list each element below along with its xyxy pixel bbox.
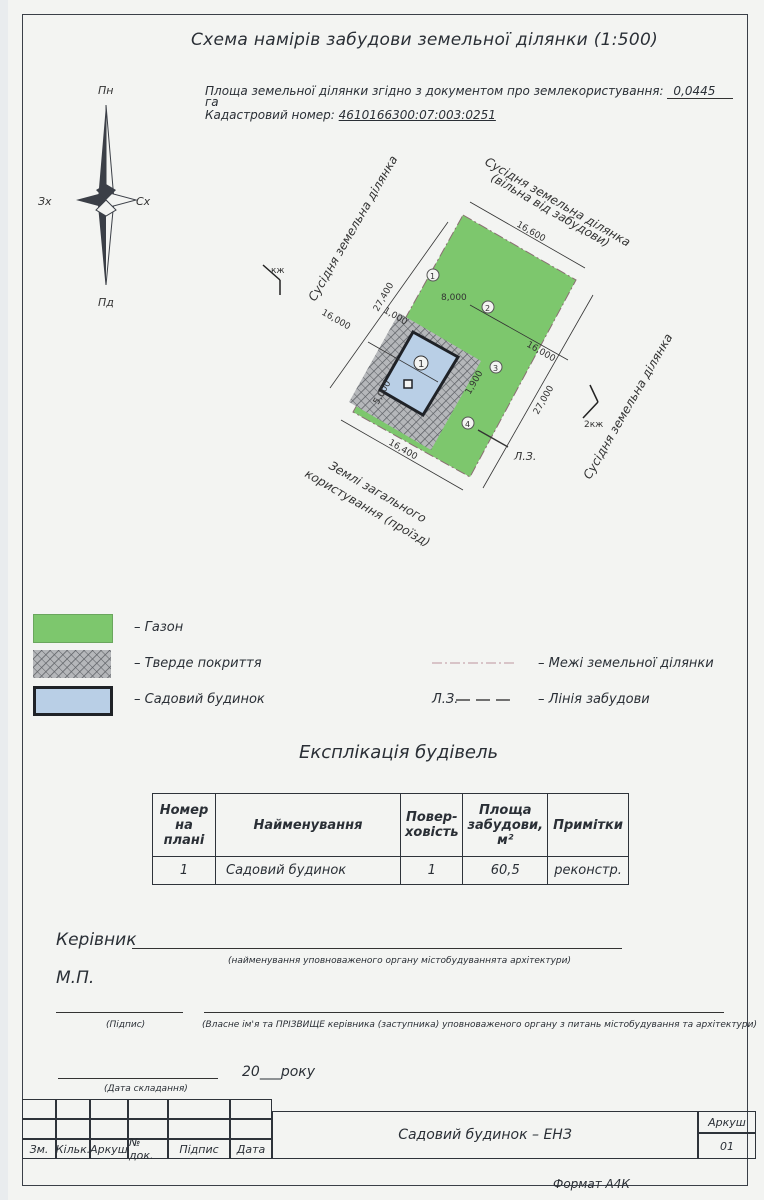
compass-west: Зх (38, 195, 52, 208)
stamp-col-doc: № док. (128, 1136, 168, 1162)
stamp-col-date: Дата (230, 1139, 272, 1159)
sign-caption: (Підпис) (106, 1020, 146, 1030)
cadastral-line: Кадастровий номер: 4610166300:07:003:025… (205, 108, 496, 122)
legend-lawn-swatch (33, 614, 113, 643)
legend-hard-swatch (33, 650, 111, 678)
head-label: Керівник (56, 930, 137, 950)
date-line (58, 1078, 218, 1079)
cadastral-label: Кадастровий номер: (205, 108, 335, 122)
stamp-col-change: Зм. (22, 1139, 56, 1159)
legend-lawn: – Газон (134, 620, 184, 635)
head-caption: (найменування уповноваженого органу міст… (228, 956, 572, 966)
kzh-left: кж (271, 266, 285, 276)
dim-16-left: 16,000 (320, 308, 353, 333)
legend-build-line-label: – Лінія забудови (538, 692, 650, 707)
compass-north: Пн (98, 84, 113, 97)
legend-house-swatch (33, 686, 113, 716)
stamp-col-qty: Кільк. (56, 1139, 90, 1159)
table-row: 1 Садовий будинок 1 60,5 реконстр. (152, 856, 630, 885)
document-sheet: Схема намірів забудови земельної ділянки… (8, 0, 764, 1200)
name-line (204, 1012, 724, 1013)
dim-top: 16,600 (515, 220, 548, 245)
cell-number: 1 (152, 856, 216, 885)
point-2: 2 (485, 304, 490, 313)
col-area: Площа забудови, м² (462, 793, 549, 857)
col-name: Найменування (215, 793, 401, 857)
year-text: 20___року (242, 1064, 316, 1080)
legend-border: – Межі земельної ділянки (538, 656, 714, 671)
cell-area: 60,5 (462, 856, 549, 885)
explication-title: Експлікація будівель (299, 742, 499, 763)
stamp-sheet-label: Аркуш (698, 1111, 756, 1133)
compass-south: Пд (98, 296, 114, 309)
date-caption: (Дата складання) (104, 1084, 188, 1094)
point-1: 1 (430, 272, 435, 281)
neighbor-left-label: Сусідня земельна ділянка (305, 153, 400, 303)
dim-8: 8,000 (441, 293, 467, 303)
col-notes: Примітки (547, 793, 630, 857)
stamp-col-sheet: Аркуш (90, 1139, 128, 1159)
legend-hard: – Тверде покриття (134, 656, 262, 671)
dim-right: 27,000 (532, 384, 557, 417)
name-caption: (Власне ім'я та ПРІЗВИЩЕ керівника (заст… (202, 1020, 757, 1030)
area-line: Площа земельної ділянки згідно з докумен… (205, 84, 734, 99)
compass-rose: Пн Зх Сх Пд (38, 84, 151, 309)
area-unit: га (205, 95, 219, 109)
cell-floors: 1 (399, 856, 464, 885)
neighbor-top-label: Сусідня земельна ділянка (483, 154, 633, 249)
cell-notes: реконстр. (547, 856, 630, 885)
neighbor-top-note: (вільна від забудови) (489, 170, 613, 250)
legend-build-line (456, 699, 514, 701)
format-label: Формат А4К (553, 1177, 630, 1191)
table-header-row: Номер на плані Найменування Повер-ховіст… (152, 793, 630, 857)
compass-east: Сх (136, 195, 151, 208)
seal-label: М.П. (56, 968, 95, 988)
site-plan: 1 1 2 3 4 Сусідня земельна ділянка (віль… (262, 153, 675, 550)
stamp-col-sign: Підпис (168, 1139, 230, 1159)
explication-table: Номер на плані Найменування Повер-ховіст… (152, 793, 630, 885)
title-block: Зм. Кільк. Аркуш № док. Підпис Дата Садо… (22, 1099, 756, 1177)
area-text: Площа земельної ділянки згідно з докумен… (205, 84, 664, 98)
garden-house (377, 329, 461, 418)
sign-line (56, 1012, 183, 1013)
kzh-right: 2кж (584, 420, 603, 430)
point-4: 4 (465, 420, 470, 429)
legend-house: – Садовий будинок (134, 692, 265, 707)
head-line (132, 948, 622, 949)
stamp-sheet-number: 01 (698, 1133, 756, 1159)
cell-name: Садовий будинок (215, 856, 401, 885)
col-floors: Повер-ховість (399, 793, 464, 857)
point-3: 3 (493, 364, 498, 373)
legend-border-line (432, 662, 516, 664)
page-title: Схема намірів забудови земельної ділянки… (191, 30, 659, 50)
legend-lz-prefix: Л.З. (432, 692, 459, 707)
building-number: 1 (418, 359, 424, 370)
cadastral-value: 4610166300:07:003:0251 (338, 108, 496, 122)
drawing-frame (22, 14, 748, 1186)
stamp-title: Садовий будинок – ЕНЗ (272, 1111, 698, 1159)
area-value: 0,0445 (667, 84, 734, 99)
lz-label: Л.З. (513, 450, 536, 463)
col-number: Номер на плані (152, 793, 216, 857)
